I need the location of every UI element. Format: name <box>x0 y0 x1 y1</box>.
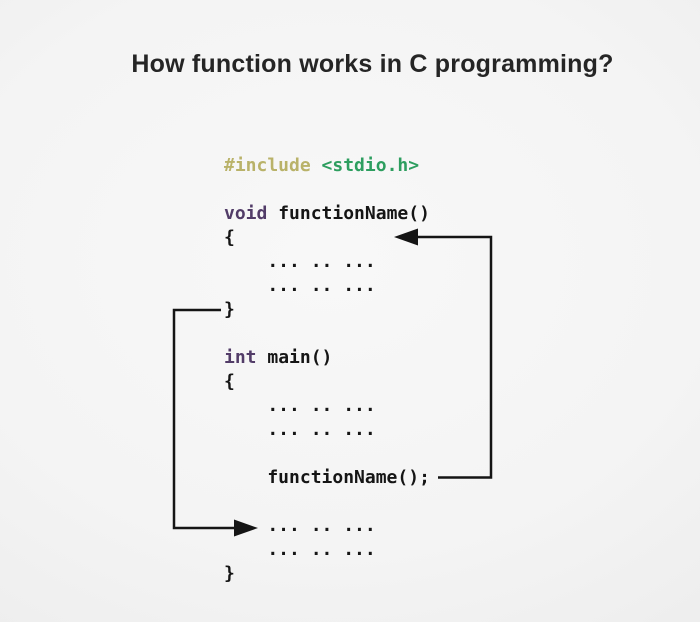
code-token-plain: functionName() <box>267 203 430 224</box>
code-token-plain: ... .. ... <box>224 539 376 560</box>
code-line: } <box>224 298 430 322</box>
code-line: { <box>224 226 430 250</box>
page-title: How function works in C programming? <box>131 50 614 78</box>
code-line: } <box>224 562 430 586</box>
code-token-plain: ... .. ... <box>224 395 376 416</box>
code-line <box>224 322 430 346</box>
code-line: int main() <box>224 346 430 370</box>
code-token-plain: ... .. ... <box>224 515 376 536</box>
code-line: ... .. ... <box>224 250 430 274</box>
code-token-plain: { <box>224 227 235 248</box>
code-line: ... .. ... <box>224 274 430 298</box>
code-token-plain: } <box>224 563 235 584</box>
code-token-keyword: void <box>224 203 268 224</box>
code-line: ... .. ... <box>224 418 430 442</box>
code-line: ... .. ... <box>224 514 430 538</box>
code-token-plain: ... .. ... <box>224 251 376 272</box>
code-line: ... .. ... <box>224 394 430 418</box>
code-token-plain: main() <box>256 347 333 368</box>
code-line <box>224 442 430 466</box>
code-line <box>224 178 430 202</box>
code-token-plain: } <box>224 299 235 320</box>
code-token-plain: functionName(); <box>224 467 430 488</box>
code-token-plain: ... .. ... <box>224 275 376 296</box>
code-token-plain: { <box>224 371 235 392</box>
code-token-preproc: #include <box>224 155 322 176</box>
code-token-keyword: int <box>224 347 257 368</box>
code-token-header: <stdio.h> <box>321 155 420 176</box>
code-line: ... .. ... <box>224 538 430 562</box>
code-line: { <box>224 370 430 394</box>
code-line: void functionName() <box>224 202 430 226</box>
code-block: #include <stdio.h> void functionName(){ … <box>224 154 430 586</box>
code-token-plain: ... .. ... <box>224 419 376 440</box>
code-line <box>224 490 430 514</box>
code-line: functionName(); <box>224 466 430 490</box>
code-line: #include <stdio.h> <box>224 154 430 178</box>
